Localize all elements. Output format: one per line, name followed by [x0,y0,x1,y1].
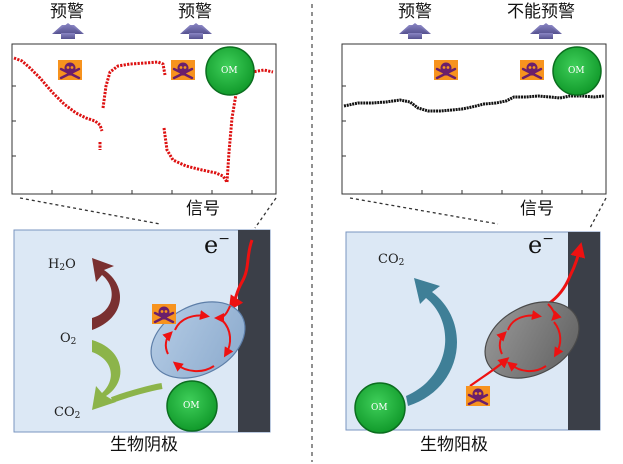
left-h2o-tail: O [65,257,76,272]
left-electron-letter: e [204,231,218,259]
left-warning-arrow-1-icon [52,23,84,39]
right-co2-label: CO2 [378,253,404,268]
right-electron-label: e− [528,232,554,257]
left-toxin-2-icon [171,60,195,80]
right-co2-main: CO [378,252,399,267]
left-signal-label: 信号 [186,201,220,218]
left-h2o-label: H2O [48,258,76,273]
left-electron-charge: − [218,231,230,247]
left-co2-sub: 2 [75,411,81,421]
left-toxin-cell-icon [152,304,176,324]
right-zoom-line-a [350,198,498,224]
left-om-top-label: OM [221,67,238,76]
right-signal-label: 信号 [520,201,554,218]
left-warning-arrow-2-icon [180,23,212,39]
left-signal-section [12,23,276,228]
right-signal-section [342,23,606,228]
left-warning-label-2: 预警 [178,4,212,21]
left-h2o-main: H [48,257,59,272]
right-warning-label-2: 不能预警 [507,4,575,21]
right-zoom-line-b [590,198,606,228]
right-electrode-label: 生物阳极 [420,437,488,454]
left-toxin-1-icon [58,60,82,80]
right-toxin-1-icon [434,60,458,80]
left-o2-label: O2 [60,332,76,347]
right-toxin-2-icon [520,60,544,80]
left-om-bottom-label: OM [183,402,200,411]
right-electron-letter: e [528,231,542,259]
left-zoom-line-b [255,198,276,228]
right-warning-arrow-2-icon [530,23,562,39]
left-co2-main: CO [54,405,75,420]
left-warning-label-1: 预警 [50,4,84,21]
right-om-bottom-label: OM [371,404,388,413]
right-toxin-cell-icon [466,386,490,406]
left-electrode-label: 生物阴极 [110,437,178,454]
right-om-top-label: OM [568,67,585,76]
right-co2-sub: 2 [399,258,405,268]
left-o2-sub: 2 [71,337,77,347]
left-electron-label: e− [204,232,230,257]
right-electron-charge: − [542,231,554,247]
right-warning-arrow-1-icon [399,23,431,39]
left-o2-main: O [60,331,71,346]
right-warning-label-1: 预警 [398,4,432,21]
left-zoom-line-a [20,198,160,224]
left-co2-label: CO2 [54,406,80,421]
